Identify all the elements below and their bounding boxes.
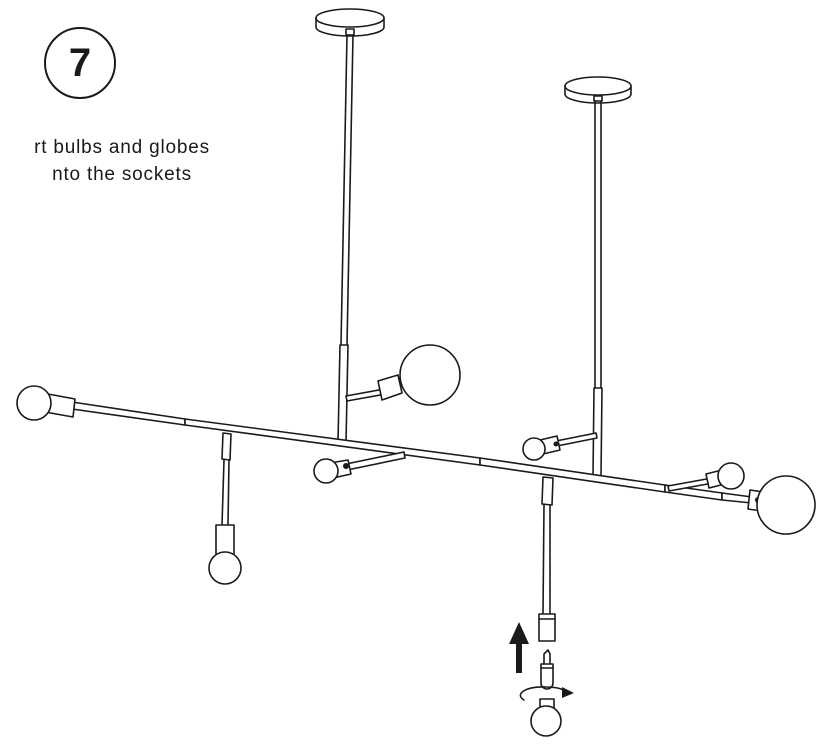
main-horizontal-bar [71, 401, 723, 501]
instruction-line-1: rt bulbs and globes [34, 137, 210, 158]
arrow-up-icon [509, 622, 529, 673]
rotate-arrow-icon [519, 686, 574, 701]
instruction-text: rt bulbs and globes nto the sockets [0, 135, 252, 188]
step-number-badge: 7 [44, 27, 116, 99]
pendant-left [208, 432, 242, 585]
pendant-install [538, 476, 556, 642]
instruction-line-2: nto the sockets [52, 163, 192, 185]
left-end-bulb [16, 385, 76, 421]
down-rod-left [337, 34, 354, 443]
ceiling-canopy-right [564, 76, 632, 104]
arm-small-bulb-center [313, 451, 406, 484]
small-bulb-insert [540, 649, 554, 690]
down-rod-right [592, 100, 603, 477]
arm-small-bulb-right-rod [522, 432, 598, 461]
right-end-globe [721, 475, 816, 535]
arm-large-globe-upper [345, 344, 461, 406]
globe-install [530, 698, 562, 737]
ceiling-canopy-left [315, 8, 385, 37]
arm-small-globe-far-right [667, 462, 745, 492]
